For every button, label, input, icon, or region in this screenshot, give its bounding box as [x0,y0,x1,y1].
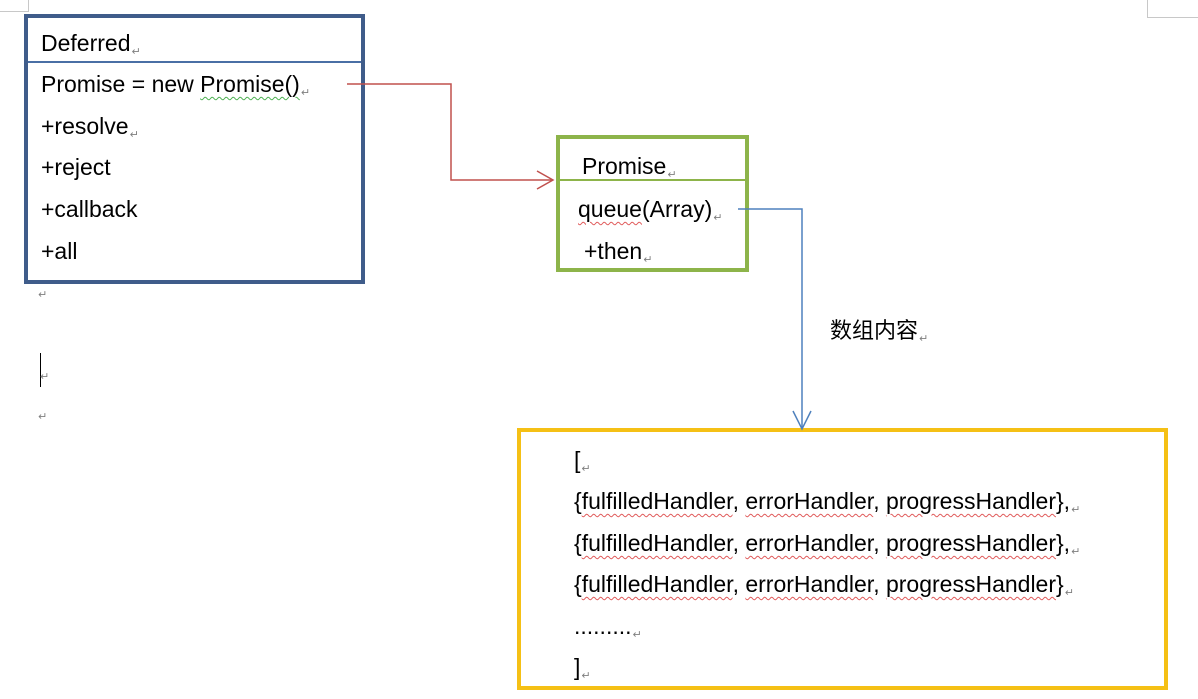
paragraph-mark: ↵ [38,411,48,423]
promise-title: Promise↵ [582,153,677,181]
deferred-class-box: Deferred↵ Promise = new Promise()↵ +reso… [24,14,365,284]
page-corner-mark [28,0,29,12]
queue-array-box: [↵ {fulfilledHandler, errorHandler, prog… [517,428,1168,690]
promise-queue-field: queue(Array)↵ [578,196,723,224]
red-connector-arrow [347,83,555,190]
deferred-promise-field: Promise = new Promise()↵ [41,71,311,99]
promise-method-then: +then↵ [584,238,653,266]
array-ellipsis: .........↵ [574,613,642,641]
array-contents-label: 数组内容↵ [830,319,929,345]
page-corner-mark [0,11,28,12]
blue-connector-arrow [738,208,812,431]
deferred-method-resolve: +resolve↵ [41,113,139,141]
deferred-divider [28,61,361,63]
text-cursor [40,353,41,387]
array-close-bracket: ]↵ [574,654,591,682]
array-item: {fulfilledHandler, errorHandler, progres… [574,488,1081,516]
array-item: {fulfilledHandler, errorHandler, progres… [574,530,1081,558]
array-item: {fulfilledHandler, errorHandler, progres… [574,571,1074,599]
page-corner-mark [1147,17,1198,18]
deferred-method-all: +all [41,238,78,264]
paragraph-mark: ↵ [40,371,50,383]
promise-divider [560,179,745,181]
deferred-method-callback: +callback [41,196,138,222]
promise-class-box: Promise↵ queue(Array)↵ +then↵ [556,135,749,272]
deferred-method-reject: +reject [41,154,111,180]
page-corner-mark [1147,0,1148,18]
deferred-title: Deferred↵ [41,30,141,58]
paragraph-mark: ↵ [38,289,48,301]
array-open-bracket: [↵ [574,447,591,475]
